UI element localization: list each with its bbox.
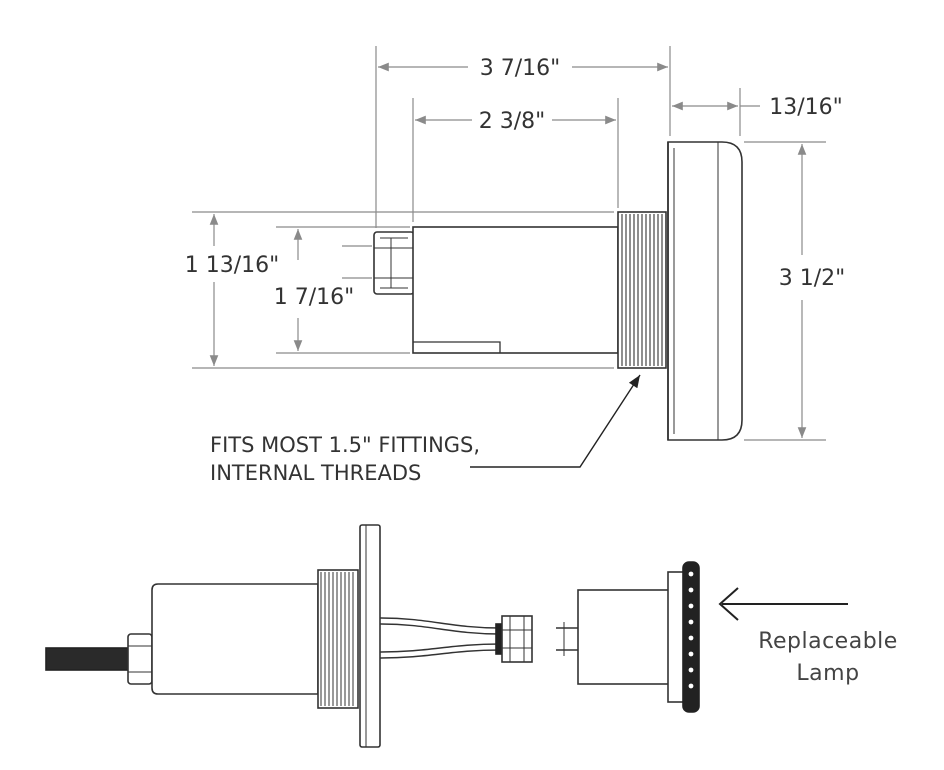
- cable-gland: [127, 633, 153, 685]
- dim-flange-height: 3 1/2": [779, 266, 846, 291]
- led-dot: [688, 587, 694, 593]
- lamp-face: [682, 561, 700, 713]
- led-dot: [688, 651, 694, 657]
- threaded-section: [617, 211, 667, 369]
- led-dot: [688, 635, 694, 641]
- thread-leader: [470, 374, 641, 468]
- led-dot: [688, 683, 694, 689]
- dimension-lines: [192, 46, 826, 441]
- led-dot: [688, 603, 694, 609]
- replaceable-lamp-label-line1: Replaceable: [758, 629, 898, 654]
- power-cable: [45, 647, 133, 671]
- dim-overall-length: 3 7/16": [480, 56, 561, 81]
- exploded-view: [45, 524, 700, 748]
- dim-flange-depth: 13/16": [769, 95, 843, 120]
- dim-body-diameter: 1 7/16": [274, 285, 355, 310]
- lower-housing-body: [151, 583, 319, 695]
- replaceable-lamp-label-line2: Lamp: [796, 661, 859, 686]
- replaceable-lamp-arrow: [718, 587, 848, 621]
- nut: [373, 231, 415, 295]
- lamp-pins: [556, 622, 578, 656]
- side-view-drawing: [373, 141, 743, 441]
- fittings-note-line1: FITS MOST 1.5" FITTINGS,: [210, 433, 480, 457]
- led-dot: [688, 619, 694, 625]
- flange: [667, 141, 743, 441]
- housing-body: [412, 226, 619, 354]
- lead-wires: [379, 617, 501, 659]
- dim-body-length: 2 3/8": [479, 109, 546, 134]
- lower-threaded-section: [317, 569, 359, 709]
- lamp-body: [577, 589, 671, 685]
- lower-flange: [359, 524, 381, 748]
- lamp-collar: [667, 571, 685, 703]
- led-dot: [688, 667, 694, 673]
- led-dot: [688, 571, 694, 577]
- fittings-note-line2: INTERNAL THREADS: [210, 461, 421, 485]
- wire-connector: [495, 615, 533, 663]
- dim-thread-diameter: 1 13/16": [185, 253, 280, 278]
